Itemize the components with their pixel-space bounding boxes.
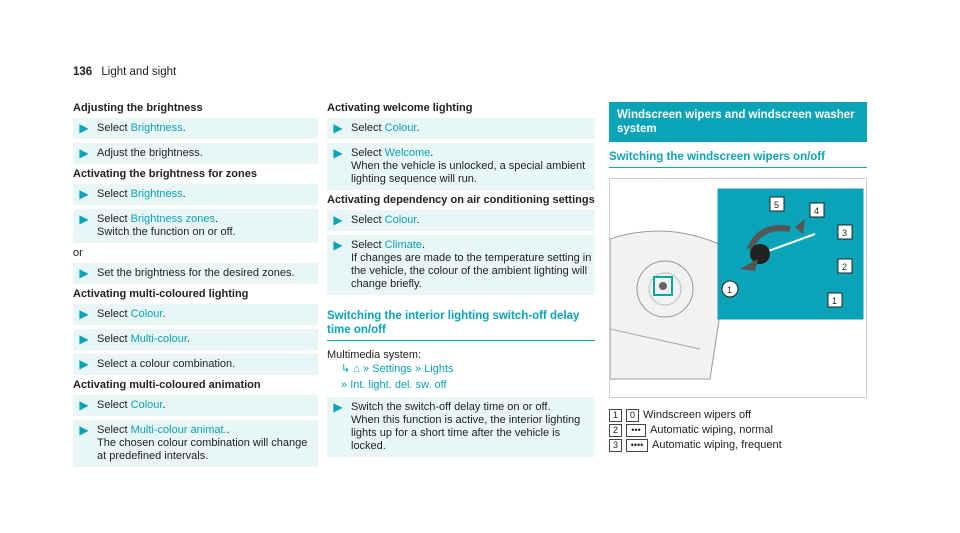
step-arrow-icon: ▶: [79, 121, 89, 135]
menu-link: Colour: [130, 399, 163, 411]
heading-animation: Activating multi-coloured animation: [73, 379, 261, 391]
step: ▶Select Multi-colour.: [73, 329, 318, 350]
menu-link: Welcome: [384, 147, 431, 159]
step: ▶Switch the switch-off delay time on or …: [327, 397, 595, 457]
step: ▶Select Brightness.: [73, 118, 318, 139]
menu-settings: Settings: [372, 363, 412, 375]
or-text: or: [73, 247, 83, 259]
svg-text:3: 3: [842, 228, 847, 238]
step: ▶Select Brightness zones.Switch the func…: [73, 209, 318, 243]
step-arrow-icon: ▶: [333, 400, 343, 414]
column-3: Windscreen wipers and windscreen washer …: [609, 98, 867, 453]
menu-path: ↳ ⌂ » Settings » Lights » Int. light. de…: [327, 361, 595, 393]
menu-link: Colour: [130, 308, 163, 320]
page-header: 136 Light and sight: [73, 66, 176, 78]
step: ▶Select Colour.: [327, 210, 595, 231]
step: ▶Select Colour.: [73, 395, 318, 416]
svg-text:5: 5: [774, 200, 779, 210]
step: ▶Select Multi-colour animat..The chosen …: [73, 420, 318, 467]
double-chevron-icon: »: [341, 379, 348, 391]
heading-zones: Activating the brightness for zones: [73, 168, 257, 180]
step: ▶Select Welcome.When the vehicle is unlo…: [327, 143, 595, 190]
step-arrow-icon: ▶: [79, 307, 89, 321]
menu-link: Multi-colour: [130, 333, 187, 345]
step-arrow-icon: ▶: [79, 398, 89, 412]
heading-wipers: Windscreen wipers and windscreen washer …: [609, 102, 867, 142]
step-arrow-icon: ▶: [79, 357, 89, 371]
heading-brightness: Adjusting the brightness: [73, 102, 203, 114]
menu-link: Brightness zones: [130, 213, 216, 225]
heading-switch-off-delay: Switching the interior lighting switch-o…: [327, 309, 595, 341]
return-arrow-icon: ↳: [341, 363, 351, 375]
heading-welcome: Activating welcome lighting: [327, 102, 473, 114]
menu-link: Brightness: [130, 188, 183, 200]
multimedia-label: Multimedia system:: [327, 349, 422, 361]
section-title: Light and sight: [101, 66, 177, 78]
wiper-figure: 1 5 4 3 2 1: [609, 178, 867, 398]
svg-text:4: 4: [814, 206, 819, 216]
svg-text:2: 2: [842, 262, 847, 272]
heading-air-conditioning: Activating dependency on air conditionin…: [327, 194, 595, 206]
step-arrow-icon: ▶: [333, 213, 343, 227]
column-1: Adjusting the brightness ▶Select Brightn…: [73, 98, 318, 471]
step: ▶Set the brightness for the desired zone…: [73, 263, 318, 284]
svg-text:1: 1: [832, 296, 837, 306]
double-chevron-icon: »: [415, 363, 422, 375]
legend-item: 2•••Automatic wiping, normal: [609, 423, 867, 438]
menu-link: Colour: [384, 214, 417, 226]
step: ▶Select Brightness.: [73, 184, 318, 205]
step: ▶Adjust the brightness.: [73, 143, 318, 164]
step-arrow-icon: ▶: [79, 187, 89, 201]
legend-item: 3••••Automatic wiping, frequent: [609, 438, 867, 453]
step-arrow-icon: ▶: [79, 212, 89, 226]
menu-link: Climate: [384, 239, 422, 251]
step: ▶Select a colour combination.: [73, 354, 318, 375]
step-arrow-icon: ▶: [79, 266, 89, 280]
menu-int-light: Int. light. del. sw. off: [350, 379, 447, 391]
menu-link: Multi-colour animat.: [130, 424, 227, 436]
step: ▶Select Colour.: [73, 304, 318, 325]
menu-link: Colour: [384, 122, 417, 134]
heading-multi: Activating multi-coloured lighting: [73, 288, 249, 300]
step: ▶Select Climate.If changes are made to t…: [327, 235, 595, 295]
step-arrow-icon: ▶: [79, 423, 89, 437]
step: ▶Select Colour.: [327, 118, 595, 139]
dashboard-illustration: 1 5 4 3 2 1: [609, 188, 864, 380]
column-2: Activating welcome lighting ▶Select Colo…: [327, 98, 595, 461]
step-arrow-icon: ▶: [79, 146, 89, 160]
page-number: 136: [73, 66, 93, 78]
heading-wipers-switch: Switching the windscreen wipers on/off: [609, 150, 867, 168]
double-chevron-icon: »: [363, 363, 370, 375]
home-icon: ⌂: [353, 363, 360, 375]
svg-text:1: 1: [727, 285, 732, 295]
step-arrow-icon: ▶: [333, 146, 343, 160]
menu-lights: Lights: [424, 363, 454, 375]
menu-link: Brightness: [130, 122, 183, 134]
step-arrow-icon: ▶: [79, 332, 89, 346]
step-arrow-icon: ▶: [333, 121, 343, 135]
step-arrow-icon: ▶: [333, 238, 343, 252]
